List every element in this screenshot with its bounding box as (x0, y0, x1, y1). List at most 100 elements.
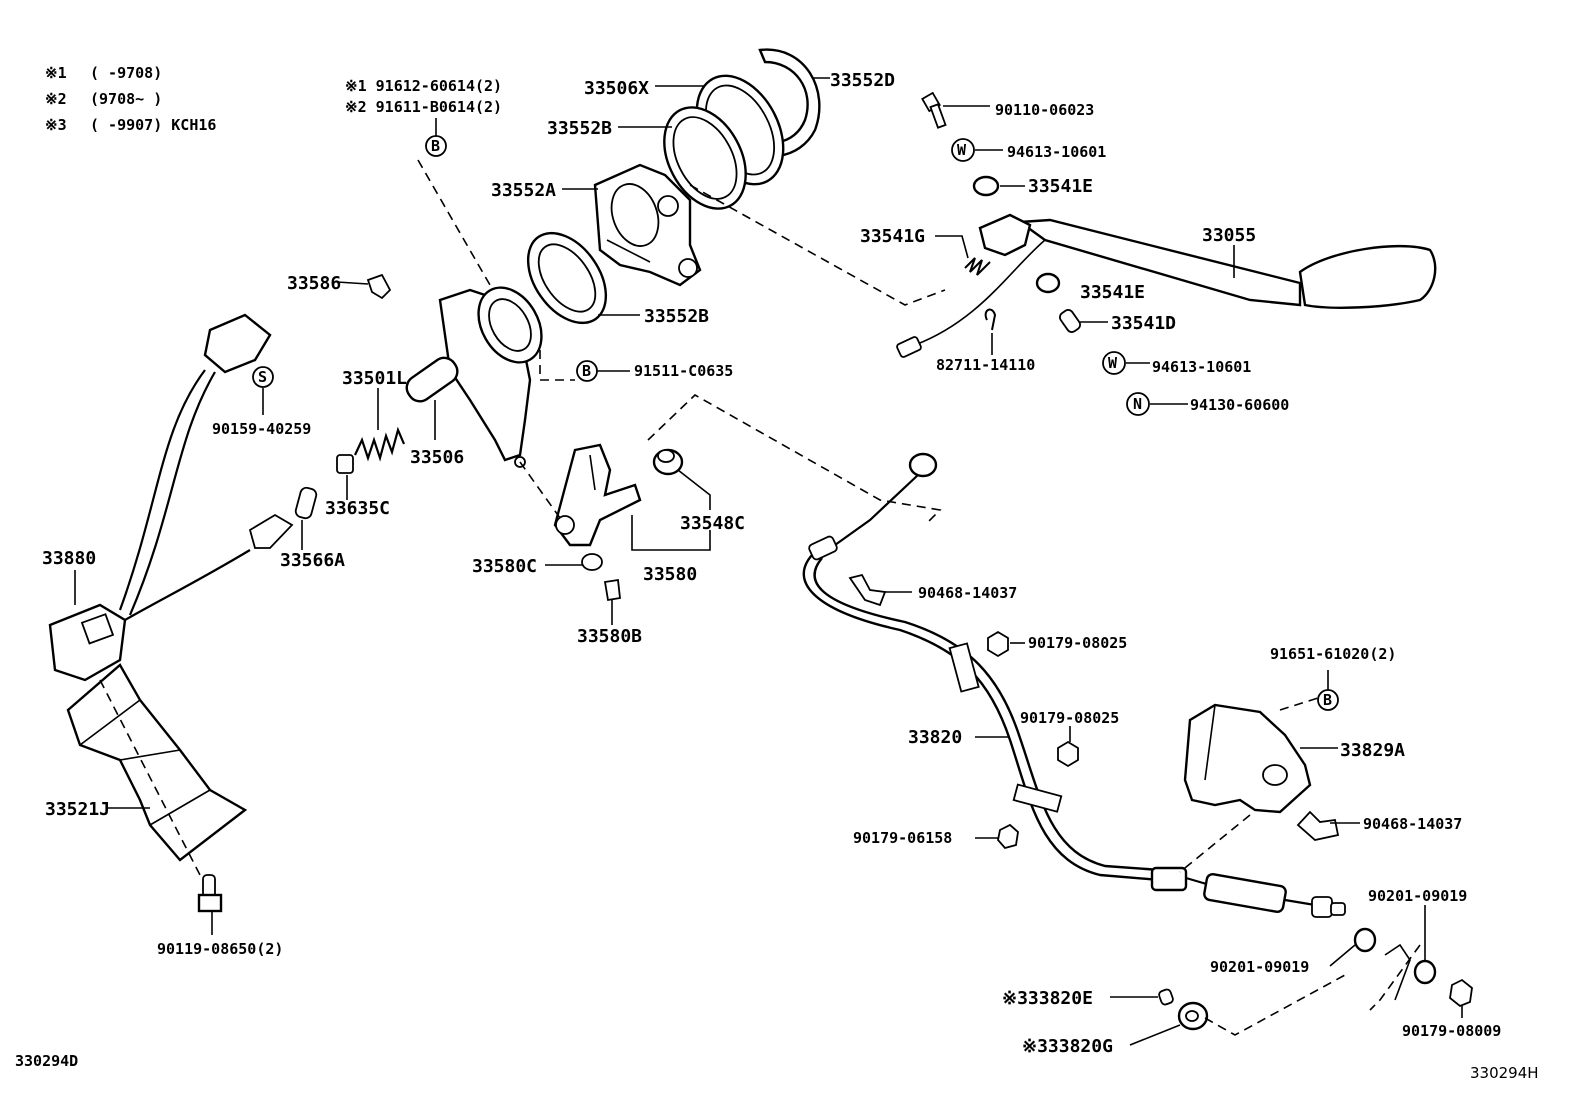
pin-33566a (294, 486, 318, 520)
footer-right-code: 330294H (1470, 1064, 1539, 1082)
label-33880: 33880 (42, 548, 96, 569)
bracket-33829a (1183, 703, 1312, 814)
dash-b-to-base (417, 159, 491, 286)
leader-90201-a (1329, 944, 1356, 967)
label-33501l: 33501L (342, 368, 407, 389)
label-33580b: 33580B (577, 626, 642, 647)
symbol-w-circle-low (1102, 351, 1126, 375)
clip-33580b (603, 578, 621, 602)
label-33820: 33820 (908, 727, 962, 748)
dash-lever-to-cable (647, 394, 942, 526)
part-labels: 33506X 33552D 33552B 33552A 33552B 33586… (42, 70, 1501, 1057)
symbol-w-circle-top (951, 138, 975, 162)
label-33552a: 33552A (491, 180, 556, 201)
symbol-b-mid: B (582, 362, 591, 380)
symbol-s-circle (252, 366, 274, 388)
leader-33548c (677, 469, 711, 510)
label-94130: 94130-60600 (1190, 396, 1289, 414)
bushing-33548c (652, 448, 684, 476)
label-90179-06158: 90179-06158 (853, 829, 952, 847)
clip-90201-a (1353, 927, 1377, 953)
dash-housing-to-lever (689, 184, 946, 306)
nut-90179-08009 (1449, 978, 1473, 1008)
label-94613-top: 94613-10601 (1007, 143, 1106, 161)
base-33506 (405, 286, 543, 468)
label-94613-low: 94613-10601 (1152, 358, 1251, 376)
leader-33580 (631, 515, 711, 551)
label-90201-b: 90201-09019 (1368, 887, 1467, 905)
label-33580c: 33580C (472, 556, 537, 577)
note-2-text: (9708~ ) (90, 90, 162, 108)
grommet-33820g (1177, 1001, 1209, 1031)
cap-33820e (1158, 988, 1174, 1006)
dash-b-91511 (539, 350, 575, 381)
ring-33552b-low-inner (537, 243, 597, 313)
label-90179-a: 90179-08025 (1028, 634, 1127, 652)
washer-33580c (581, 553, 603, 571)
note-2-mark: ※2 (45, 90, 67, 108)
label-90179-08009: 90179-08009 (1402, 1022, 1501, 1040)
label-33541e-top: 33541E (1028, 176, 1093, 197)
label-33552b-top: 33552B (547, 118, 612, 139)
label-33521j: 33521J (45, 799, 110, 820)
symbol-w-low: W (1108, 354, 1118, 372)
bushing-33541e-top (972, 175, 1000, 197)
dash-grommet-to-end (1204, 974, 1346, 1036)
label-33548c: 33548C (680, 513, 745, 534)
note-1-mark: ※1 (45, 64, 67, 82)
nut-90179-b (1057, 740, 1079, 768)
bolt-note-2: ※2 91611-B0614(2) (345, 98, 502, 116)
footer-left-code: 330294D (15, 1052, 78, 1070)
label-33820g: ※333820G (1022, 1036, 1113, 1057)
note-1-text: ( -9708) (90, 64, 162, 82)
label-33580: 33580 (643, 564, 697, 585)
legend-notes: ※1 ( -9708) ※2 (9708~ ) ※3 ( -9907) KCH1… (45, 64, 216, 134)
symbol-s: S (258, 368, 267, 386)
spring-33501l (354, 426, 406, 462)
dash-b-33829a (1279, 697, 1319, 711)
cover-33521j (66, 663, 248, 862)
bolt-90110 (921, 91, 947, 129)
dash-end-bracket (1369, 944, 1421, 1011)
dash-cover-to-bolt (99, 679, 201, 876)
clip-33586 (366, 273, 392, 300)
cable-clamp (1012, 783, 1063, 813)
bolt-90119 (197, 874, 223, 913)
label-90110: 90110-06023 (995, 101, 1094, 119)
label-91651: 91651-61020(2) (1270, 645, 1396, 663)
shift-lever-33055 (896, 213, 1437, 358)
note-3-mark: ※3 (45, 116, 67, 134)
label-33506x: 33506X (584, 78, 649, 99)
clip-90468-b (1296, 810, 1340, 841)
housing-33552a (593, 163, 702, 287)
label-90119: 90119-08650(2) (157, 940, 283, 958)
end-bracket (1384, 943, 1411, 1001)
label-33586: 33586 (287, 273, 341, 294)
label-90179-b: 90179-08025 (1020, 709, 1119, 727)
label-90468-a: 90468-14037 (918, 584, 1017, 602)
bolt-note-1: ※1 91612-60614(2) (345, 77, 502, 95)
label-90201-a: 90201-09019 (1210, 958, 1309, 976)
label-33635c: 33635C (325, 498, 390, 519)
dash-bracket-to-cable (1179, 814, 1251, 873)
label-91511: 91511-C0635 (634, 362, 733, 380)
symbol-n: N (1133, 395, 1142, 413)
label-33506: 33506 (410, 447, 464, 468)
label-33552d: 33552D (830, 70, 895, 91)
label-33829a: 33829A (1340, 740, 1405, 761)
ring-33552b-top-inner (672, 116, 738, 200)
pin-33541d (1059, 309, 1081, 333)
label-33541g: 33541G (860, 226, 925, 247)
label-33541e-low: 33541E (1080, 282, 1145, 303)
label-82711: 82711-14110 (936, 356, 1035, 374)
symbol-b-right: B (1323, 691, 1332, 709)
harness-33880 (48, 313, 294, 682)
label-90468-b: 90468-14037 (1363, 815, 1462, 833)
leader-33586 (336, 281, 369, 285)
label-33055: 33055 (1202, 225, 1256, 246)
clip-90468-a (848, 573, 887, 607)
clip-90201-b (1413, 959, 1437, 985)
nut-90179-06158 (997, 823, 1019, 850)
bushing-33541e-low (1035, 272, 1061, 294)
